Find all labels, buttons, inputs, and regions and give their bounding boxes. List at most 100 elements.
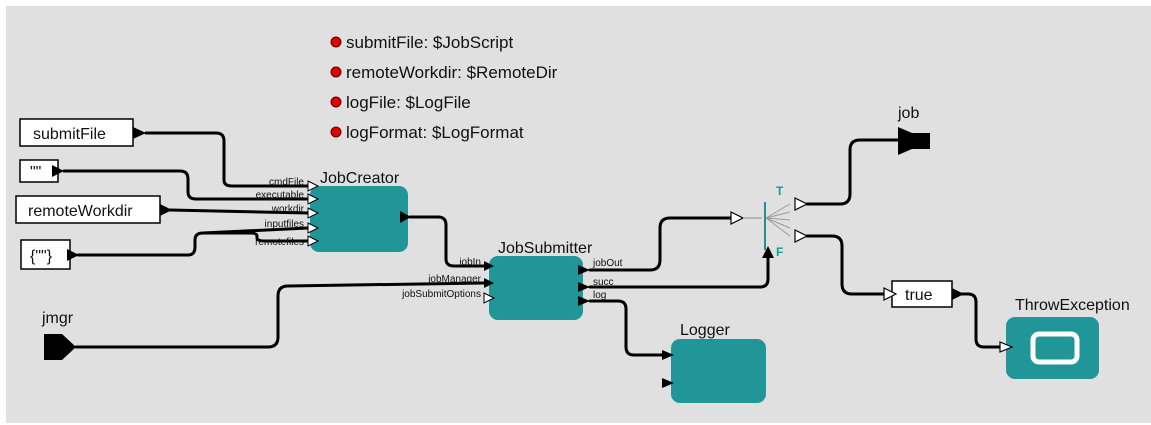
output-port-succ[interactable]: succ xyxy=(578,277,614,292)
output-port-icon[interactable] xyxy=(794,229,809,243)
input-port-icon[interactable] xyxy=(883,287,898,301)
input-port-icon xyxy=(307,180,320,192)
output-port-icon xyxy=(578,282,590,292)
input-port-jmgr[interactable]: jmgr xyxy=(41,310,76,360)
parameter-dot-icon xyxy=(330,96,342,108)
output-port-icon[interactable] xyxy=(52,165,64,177)
actor-jobcreator[interactable]: JobCreator cmdFile executable workdir in… xyxy=(255,170,411,252)
workflow-canvas xyxy=(6,6,1151,423)
port-label: inputfiles xyxy=(265,219,304,230)
wire-true-throwexception[interactable] xyxy=(956,292,1002,349)
parameter-logfile[interactable]: logFile: $LogFile xyxy=(330,93,471,112)
constant-label: submitFile xyxy=(33,126,106,143)
switch-fan-line xyxy=(765,217,791,237)
input-port-icon[interactable] xyxy=(999,341,1014,353)
output-port-jobout[interactable]: jobOut xyxy=(578,258,623,275)
wire-jobout-switch[interactable] xyxy=(588,216,733,272)
switch-fan-line xyxy=(765,211,791,219)
input-port-remotefiles[interactable]: remotefiles xyxy=(255,235,320,248)
wire-emptylist-remotefiles[interactable] xyxy=(201,231,310,243)
wire-switch-true-job[interactable] xyxy=(805,138,900,206)
input-port-icon xyxy=(730,211,745,225)
input-port-icon xyxy=(307,207,320,219)
constant-submitfile[interactable]: submitFile xyxy=(19,118,146,147)
port-arrow-icon xyxy=(898,127,930,155)
port-label: jobOut xyxy=(592,258,623,269)
parameter-label: remoteWorkdir: $RemoteDir xyxy=(346,63,558,82)
parameter-dot-icon xyxy=(330,36,342,48)
wire-succ-switch-control[interactable] xyxy=(588,256,770,289)
output-port-icon[interactable] xyxy=(794,197,809,211)
port-label: jobManager xyxy=(427,274,481,285)
input-port-icon xyxy=(307,193,320,205)
input-port-icon xyxy=(307,222,320,234)
input-port-icon[interactable] xyxy=(662,378,674,388)
wire-submitfile-cmdfile[interactable] xyxy=(144,131,310,188)
wire-jmgr-jobmanager[interactable] xyxy=(74,281,486,349)
actor-throwexception[interactable]: ThrowException xyxy=(999,297,1130,379)
actor-title: ThrowException xyxy=(1015,297,1130,314)
port-arrow-icon xyxy=(44,334,76,360)
constant-label: remoteWorkdir xyxy=(28,203,133,220)
switch-fan-line xyxy=(765,217,791,229)
input-port-jobsubmitoptions[interactable]: jobSubmitOptions xyxy=(401,289,496,304)
wire-emptylist-inputfiles[interactable] xyxy=(76,226,310,257)
output-port-icon[interactable] xyxy=(952,288,964,300)
output-port-label: job xyxy=(897,105,919,122)
switch-fan-line xyxy=(765,217,791,221)
constant-empty-string[interactable]: "" xyxy=(19,159,64,183)
input-port-icon xyxy=(484,278,494,288)
output-port-icon[interactable] xyxy=(400,211,411,223)
parameter-logformat[interactable]: logFormat: $LogFormat xyxy=(330,123,524,142)
parameter-list: submitFile: $JobScript remoteWorkdir: $R… xyxy=(330,33,558,142)
port-label: remotefiles xyxy=(255,237,304,248)
wire-remoteworkdir-workdir[interactable] xyxy=(168,208,310,215)
input-port-executable[interactable]: executable xyxy=(256,190,320,205)
connections xyxy=(62,131,1002,357)
output-port-log[interactable]: log xyxy=(578,290,606,306)
input-port-workdir[interactable]: workdir xyxy=(271,204,320,219)
port-label: jobIn xyxy=(458,257,481,268)
switch-false-label: F xyxy=(776,245,783,259)
wire-log-logger[interactable] xyxy=(588,299,664,357)
input-port-icon[interactable] xyxy=(662,350,674,360)
boolean-switch[interactable]: T F xyxy=(730,184,809,259)
parameter-label: logFile: $LogFile xyxy=(346,93,471,112)
constant-label: true xyxy=(905,287,933,304)
parameter-submitfile[interactable]: submitFile: $JobScript xyxy=(330,33,514,52)
switch-true-label: T xyxy=(776,184,784,198)
control-port-icon[interactable] xyxy=(762,246,774,258)
switch-fan-line xyxy=(765,203,791,219)
wire-jobcreator-jobin[interactable] xyxy=(408,215,486,268)
input-port-jobmanager[interactable]: jobManager xyxy=(427,274,494,288)
port-label: log xyxy=(593,290,606,301)
input-port-icon xyxy=(307,235,320,247)
parameter-dot-icon xyxy=(330,66,342,78)
output-port-icon[interactable] xyxy=(67,249,79,261)
input-port-label: jmgr xyxy=(41,310,74,327)
actor-logger[interactable]: Logger xyxy=(662,322,766,403)
input-port-icon xyxy=(484,261,494,271)
actor-title: Logger xyxy=(680,322,730,339)
input-port-inputfiles[interactable]: inputfiles xyxy=(265,219,320,234)
output-port-icon xyxy=(578,296,590,306)
output-port-job[interactable]: job xyxy=(897,105,930,155)
constant-remoteworkdir[interactable]: remoteWorkdir xyxy=(15,195,172,224)
port-label: jobSubmitOptions xyxy=(401,289,481,300)
output-port-icon[interactable] xyxy=(160,204,172,216)
parameter-remoteworkdir[interactable]: remoteWorkdir: $RemoteDir xyxy=(330,63,558,82)
parameter-label: submitFile: $JobScript xyxy=(346,33,514,52)
wire-switch-false-true[interactable] xyxy=(805,234,886,296)
port-label: succ xyxy=(593,277,614,288)
wire-emptystring-executable[interactable] xyxy=(62,169,310,201)
input-port-cmdfile[interactable]: cmdFile xyxy=(269,177,320,192)
input-port-icon xyxy=(483,292,496,304)
output-port-icon[interactable] xyxy=(133,127,146,139)
constant-label: {""} xyxy=(30,248,53,265)
actor-title: JobCreator xyxy=(320,170,400,187)
input-port-jobin[interactable]: jobIn xyxy=(458,257,494,271)
actor-jobsubmitter[interactable]: JobSubmitter jobIn jobManager jobSubmitO… xyxy=(401,240,623,320)
constant-empty-list[interactable]: {""} xyxy=(20,239,79,270)
constant-true[interactable]: true xyxy=(883,280,964,308)
output-port-icon xyxy=(578,265,590,275)
